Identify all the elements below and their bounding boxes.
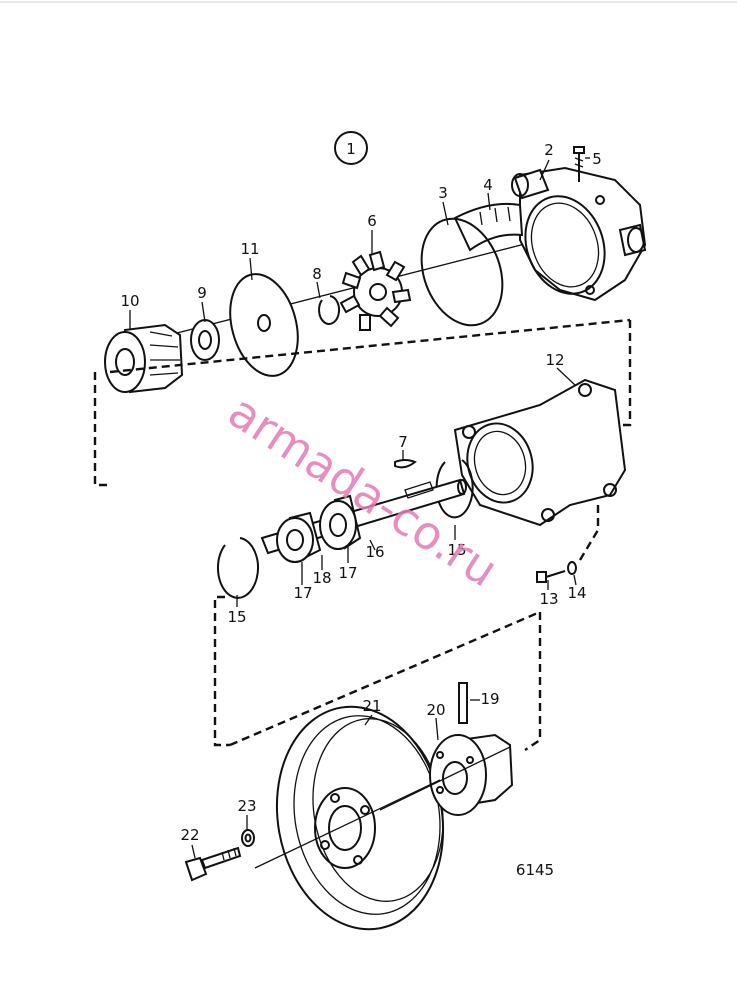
bearing-part-17-b: [319, 494, 362, 550]
callout-8: 8: [312, 265, 322, 283]
guide-line-g: [524, 612, 542, 751]
callout-11: 11: [240, 240, 259, 258]
impeller-part-6: [339, 250, 412, 331]
callout-10: 10: [120, 292, 139, 310]
guide-line-f: [229, 610, 541, 747]
callout-2: 2: [544, 141, 554, 159]
callout-18: 18: [312, 569, 331, 587]
callout-20: 20: [426, 701, 445, 719]
cam-part-4: [453, 202, 524, 252]
callout-16: 16: [365, 543, 384, 561]
callout-5: 5: [592, 150, 602, 168]
wear-plate-part-11: [229, 273, 299, 377]
callout-14: 14: [567, 584, 586, 602]
callout-3: 3: [438, 184, 448, 202]
callout-17-b: 17: [338, 564, 357, 582]
guide-line-e: [213, 595, 230, 747]
pump-housing-part-2: [511, 166, 647, 302]
washer-part-14: [567, 561, 577, 575]
guide-line-a: [93, 372, 110, 487]
callout-22: 22: [180, 826, 199, 844]
callout-17-a: 17: [293, 584, 312, 602]
circlip-part-15-lower: [216, 537, 259, 599]
guide-line-c: [615, 320, 632, 427]
seal-housing-part-10: [104, 323, 184, 394]
washer-part-23: [241, 829, 255, 847]
callout-15-lower: 15: [227, 608, 246, 626]
guide-line-b: [109, 318, 631, 374]
bearing-housing-part-12: [453, 378, 627, 527]
circlip-part-8: [318, 295, 341, 325]
callout-19: 19: [480, 690, 499, 708]
callout-13: 13: [539, 590, 558, 608]
hub-part-20: [429, 733, 514, 816]
callout-9: 9: [197, 284, 207, 302]
callout-15-upper: 15: [447, 541, 466, 559]
key-part-7: [394, 459, 417, 469]
bearing-part-17-a: [276, 511, 322, 563]
leader-lines: [129, 157, 590, 859]
group-marker-text: 1: [346, 140, 356, 158]
group-marker: 1: [334, 131, 368, 165]
callout-21: 21: [362, 697, 381, 715]
callout-4: 4: [483, 176, 493, 194]
circlip-part-15-upper: [435, 459, 474, 519]
pin-part-19: [458, 682, 468, 724]
lower-axis-line: [254, 779, 441, 869]
drawing-number: 6145: [516, 861, 554, 879]
lower-axis-line-b: [379, 746, 511, 811]
washer-part-9: [190, 319, 220, 361]
callout-12: 12: [545, 351, 564, 369]
callout-23: 23: [237, 797, 256, 815]
guide-line-d: [578, 505, 600, 561]
callout-7: 7: [398, 433, 408, 451]
callout-6: 6: [367, 212, 377, 230]
bolt-part-22: [184, 846, 242, 882]
bolt-part-13: [536, 570, 566, 583]
o-ring-part-3: [420, 217, 504, 327]
screw-part-5: [573, 146, 585, 182]
